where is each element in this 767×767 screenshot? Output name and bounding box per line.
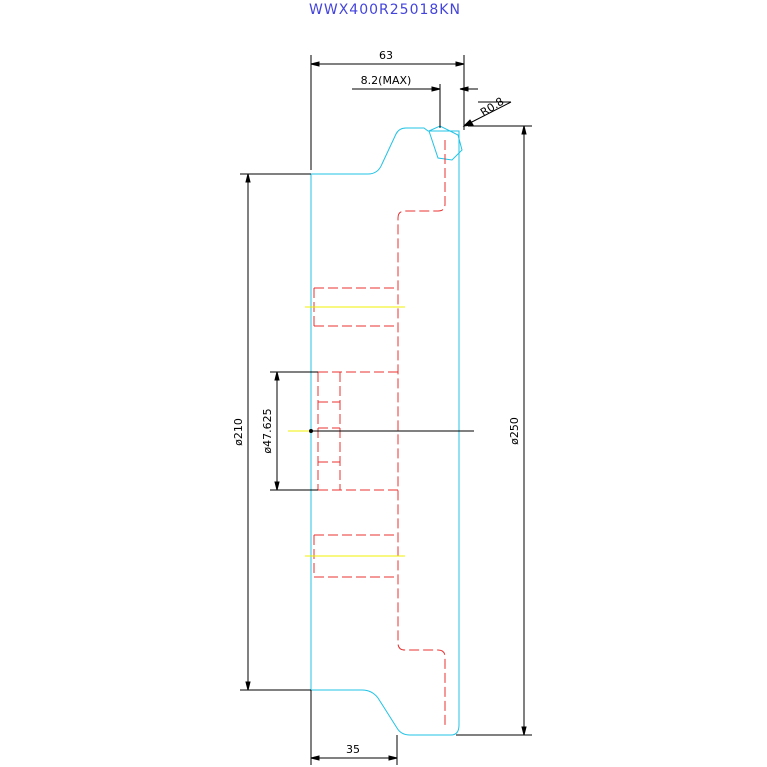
drawing-title: WWX400R25018KN <box>309 2 461 18</box>
dim-63-label: 63 <box>379 49 393 62</box>
dim-radius-label: R0.8 <box>478 95 506 119</box>
dim-250-label: ø250 <box>508 417 521 445</box>
dim-47-label: ø47.625 <box>261 408 274 453</box>
hub-hidden-outline <box>397 140 446 728</box>
dim-8-2-label: 8.2(MAX) <box>361 74 412 87</box>
hidden-lines <box>313 140 446 728</box>
dim-210-label: ø210 <box>232 418 245 446</box>
wheel-profile-lower <box>311 431 460 736</box>
axis-point <box>309 429 313 433</box>
wheel-profile-upper <box>311 127 460 431</box>
dim-35-label: 35 <box>346 743 360 756</box>
radius-leader <box>463 101 512 127</box>
dimension-lines <box>240 55 532 765</box>
